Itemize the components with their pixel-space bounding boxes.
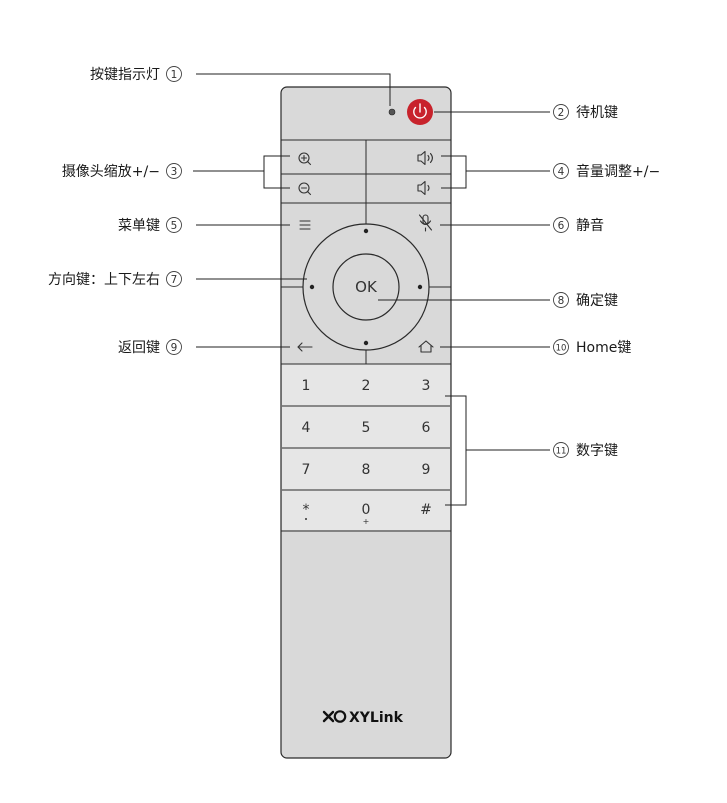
svg-text:1: 1: [171, 69, 178, 81]
svg-text:5: 5: [171, 220, 178, 232]
key-5[interactable]: 5: [362, 420, 371, 436]
label-volume: 音量调整+/−: [576, 163, 660, 180]
leader-volume-bracket: [441, 155, 467, 189]
indicator-light: [388, 108, 396, 116]
leader-zoom-bracket: [263, 155, 290, 189]
xylink-logo-icon: [322, 710, 347, 723]
key-2[interactable]: 2: [362, 378, 371, 394]
leader-indicator: [196, 73, 391, 106]
label-numeric: 数字键: [576, 443, 618, 459]
callout-number-1: 1: [166, 66, 182, 82]
key-hash[interactable]: #: [420, 502, 432, 518]
key-0-plus: +: [363, 517, 370, 526]
ok-label: OK: [355, 278, 378, 296]
label-back: 返回键: [118, 340, 160, 356]
zoom-out-icon[interactable]: [298, 182, 312, 196]
dpad-up-dot[interactable]: [363, 228, 369, 234]
dpad-right-dot[interactable]: [417, 284, 423, 290]
svg-text:8: 8: [558, 295, 565, 307]
callout-number-9: 9: [166, 339, 182, 355]
label-indicator: 按键指示灯: [90, 67, 160, 83]
label-camera-zoom: 摄像头缩放+/−: [62, 164, 160, 180]
key-star-dot: [305, 518, 307, 520]
dpad-left-dot[interactable]: [309, 284, 315, 290]
key-1[interactable]: 1: [302, 378, 311, 394]
key-7[interactable]: 7: [302, 462, 311, 478]
svg-text:2: 2: [558, 107, 565, 119]
brand-name: XYLink: [349, 710, 404, 726]
svg-text:10: 10: [556, 344, 567, 354]
svg-text:11: 11: [556, 447, 567, 457]
ok-button[interactable]: [332, 253, 400, 321]
home-icon[interactable]: [418, 340, 434, 353]
power-icon: [413, 103, 427, 119]
key-star[interactable]: *: [303, 502, 310, 518]
dpad-down-dot[interactable]: [363, 340, 369, 346]
svg-text:9: 9: [171, 342, 178, 354]
label-direction: 方向键：上下左右: [48, 272, 160, 288]
numpad-panel: [282, 364, 450, 530]
callout-number-3: 3: [166, 163, 182, 179]
key-6[interactable]: 6: [422, 420, 431, 436]
svg-text:4: 4: [558, 166, 565, 178]
key-0[interactable]: 0: [362, 502, 371, 518]
volume-down-icon[interactable]: [417, 180, 430, 196]
callout-number-6: 6: [553, 217, 569, 233]
callout-number-10: 10: [553, 339, 569, 355]
svg-text:7: 7: [171, 274, 178, 286]
zoom-in-icon[interactable]: [298, 152, 312, 166]
callout-number-5: 5: [166, 217, 182, 233]
callout-number-11: 11: [553, 442, 569, 458]
label-standby: 待机键: [576, 105, 618, 121]
callout-number-7: 7: [166, 271, 182, 287]
key-3[interactable]: 3: [422, 378, 431, 394]
back-arrow-icon[interactable]: [297, 342, 313, 352]
svg-text:6: 6: [558, 220, 565, 232]
key-8[interactable]: 8: [362, 462, 371, 478]
callout-number-2: 2: [553, 104, 569, 120]
label-mute: 静音: [576, 217, 604, 234]
mute-icon[interactable]: [418, 214, 433, 232]
label-confirm: 确定键: [576, 293, 618, 309]
key-4[interactable]: 4: [302, 420, 311, 436]
callout-number-4: 4: [553, 163, 569, 179]
callout-number-8: 8: [553, 292, 569, 308]
label-menu: 菜单键: [118, 218, 160, 234]
volume-up-icon[interactable]: [417, 150, 433, 166]
label-home: Home键: [576, 340, 631, 356]
svg-text:3: 3: [171, 166, 178, 178]
menu-icon[interactable]: [299, 220, 311, 230]
key-9[interactable]: 9: [422, 462, 431, 478]
